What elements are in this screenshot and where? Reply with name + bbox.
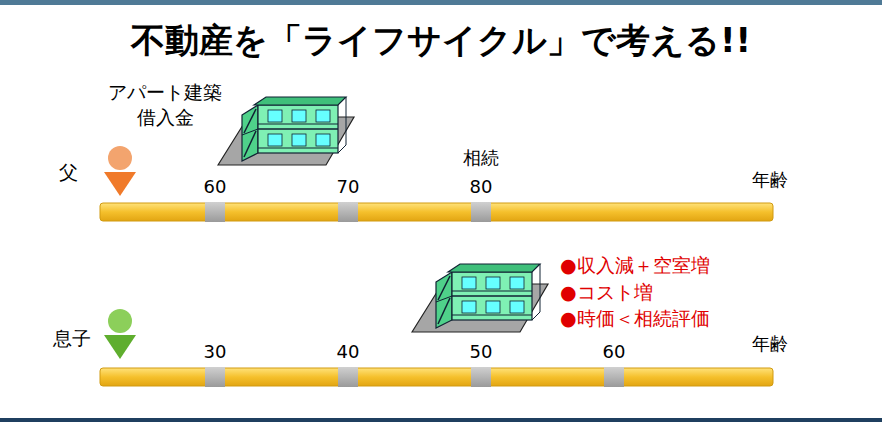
apartment-illustration (412, 264, 548, 332)
bottom-rule (0, 418, 882, 422)
bullet-note: ●収入減＋空室増 (560, 253, 710, 278)
top-rule (0, 0, 882, 5)
tick-mark (205, 367, 225, 387)
tick-label: 60 (204, 175, 227, 198)
axis-label: 年齢 (752, 332, 788, 355)
person-head (108, 309, 132, 333)
timeline-bar (100, 368, 773, 386)
timeline-bar (100, 203, 773, 221)
person-head (108, 146, 132, 170)
tick-label: 30 (204, 340, 227, 363)
person-body (104, 335, 136, 359)
person-label: 息子 (53, 326, 91, 351)
event-label: 相続 (463, 146, 499, 169)
apartment-illustration (218, 97, 354, 165)
bullet-note: ●コスト増 (560, 280, 653, 305)
person-label: 父 (59, 160, 78, 185)
note-label: アパート建築 借入金 (103, 80, 227, 129)
tick-mark (471, 202, 491, 222)
tick-mark (338, 202, 358, 222)
tick-mark (338, 367, 358, 387)
axis-label: 年齢 (752, 168, 788, 191)
title: 不動産を「ライフサイクル」で考える!! (131, 18, 751, 62)
tick-label: 50 (470, 340, 493, 363)
tick-mark (205, 202, 225, 222)
tick-label: 70 (337, 175, 360, 198)
tick-label: 60 (603, 340, 626, 363)
person-body (104, 172, 136, 196)
tick-label: 40 (337, 340, 360, 363)
tick-label: 80 (470, 175, 493, 198)
bullet-note: ●時価＜相続評価 (560, 306, 710, 331)
tick-mark (471, 367, 491, 387)
tick-mark (604, 367, 624, 387)
